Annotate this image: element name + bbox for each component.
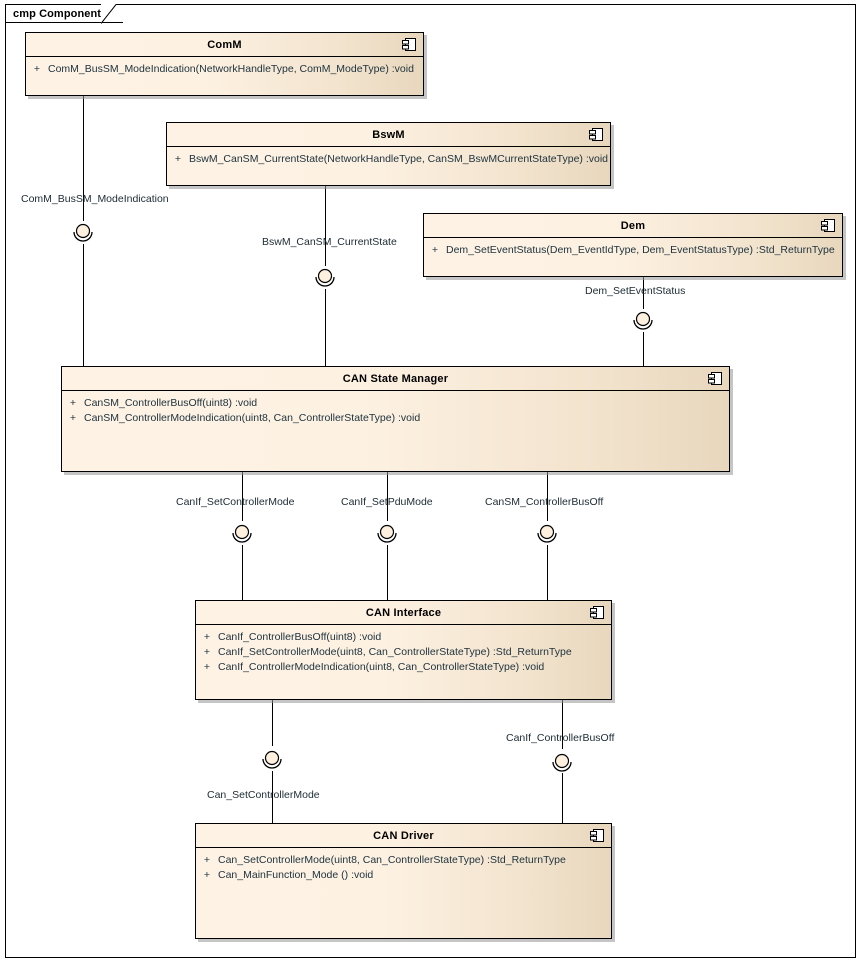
component-dem-header: Dem (424, 214, 842, 238)
interface-label-canif-controllerbusoff: CanIf_ControllerBusOff (506, 732, 615, 744)
component-can-interface-header: CAN Interface (196, 601, 611, 625)
component-can-state-manager[interactable]: CAN State Manager + CanSM_ControllerBusO… (61, 366, 730, 472)
component-can-driver-header: CAN Driver (196, 824, 611, 848)
component-icon (589, 127, 604, 142)
connector-canif-candrv-setcontrollermode (272, 700, 273, 746)
component-comm[interactable]: ComM + ComM_BusSM_ModeIndication(Network… (25, 32, 424, 96)
component-bswm-operations: + BswM_CanSM_CurrentState(NetworkHandleT… (167, 147, 610, 167)
component-comm-header: ComM (26, 33, 423, 57)
component-comm-title: ComM (207, 38, 242, 51)
interface-label-dem: Dem_SetEventStatus (585, 285, 686, 297)
interface-ball-socket-dem[interactable] (630, 307, 656, 333)
interface-label-canif-setpdumode: CanIf_SetPduMode (341, 496, 433, 508)
interface-label-bswm: BswM_CanSM_CurrentState (262, 236, 397, 248)
connector-comm-cansm (83, 96, 84, 221)
interface-ball-socket-canif-setcontrollermode[interactable] (229, 520, 255, 546)
interface-label-can-setcontrollermode: Can_SetControllerMode (207, 789, 320, 801)
component-can-state-manager-header: CAN State Manager (62, 367, 729, 391)
component-icon (708, 371, 723, 386)
connector-bswm-cansm-lower (325, 289, 326, 366)
component-icon (590, 828, 605, 843)
connector-cansm-canif-setpdumode (387, 472, 388, 521)
operation-signature: Dem_SetEventStatus(Dem_EventIdType, Dem_… (446, 244, 835, 256)
component-icon (821, 218, 836, 233)
connector-cansm-canif-controllerbusoff (547, 472, 548, 521)
operation-visibility: + (69, 412, 77, 424)
interface-label-cansm-controllerbusoff: CanSM_ControllerBusOff (485, 496, 604, 508)
component-dem[interactable]: Dem + Dem_SetEventStatus(Dem_EventIdType… (423, 213, 843, 277)
operation-signature: CanSM_ControllerBusOff(uint8) :void (84, 397, 258, 409)
component-bswm-header: BswM (167, 123, 610, 147)
connector-bswm-cansm (325, 186, 326, 266)
operation-visibility: + (203, 854, 211, 866)
interface-ball-socket-canif-controllerbusoff[interactable] (549, 749, 575, 775)
operation-row: + CanSM_ControllerBusOff(uint8) :void (62, 396, 729, 411)
interface-ball-socket-comm[interactable] (70, 219, 96, 245)
connector-comm-cansm-lower (83, 244, 84, 366)
component-can-driver-operations: + Can_SetControllerMode(uint8, Can_Contr… (196, 848, 611, 883)
operation-row: + CanIf_SetControllerMode(uint8, Can_Con… (196, 645, 611, 660)
diagram-frame-tab: cmp Component (5, 4, 124, 23)
component-bswm-title: BswM (372, 128, 405, 141)
operation-visibility: + (431, 244, 439, 256)
component-icon (402, 37, 417, 52)
connector-dem-cansm (643, 277, 644, 309)
operation-row: + BswM_CanSM_CurrentState(NetworkHandleT… (167, 152, 610, 167)
component-can-interface[interactable]: CAN Interface + CanIf_ControllerBusOff(u… (195, 600, 612, 700)
interface-ball-socket-bswm[interactable] (312, 264, 338, 290)
interface-ball-socket-cansm-controllerbusoff[interactable] (534, 520, 560, 546)
interface-ball-socket-can-setcontrollermode[interactable] (259, 746, 285, 772)
connector-cansm-canif-setpdumode-lower (387, 545, 388, 600)
operation-signature: BswM_CanSM_CurrentState(NetworkHandleTyp… (189, 153, 609, 165)
component-icon (590, 605, 605, 620)
component-dem-operations: + Dem_SetEventStatus(Dem_EventIdType, De… (424, 238, 842, 258)
operation-row: + Can_SetControllerMode(uint8, Can_Contr… (196, 853, 611, 868)
operation-row: + Can_MainFunction_Mode () :void (196, 868, 611, 883)
connector-canif-candrv-setcontrollermode-lower (272, 771, 273, 823)
connector-canif-candrv-controllerbusoff-lower (562, 773, 563, 823)
operation-visibility: + (203, 631, 211, 643)
component-can-state-manager-title: CAN State Manager (342, 372, 449, 385)
component-dem-title: Dem (620, 219, 646, 232)
operation-visibility: + (174, 153, 182, 165)
component-bswm[interactable]: BswM + BswM_CanSM_CurrentState(NetworkHa… (166, 122, 611, 186)
connector-dem-cansm-lower (643, 332, 644, 366)
operation-row: + CanIf_ControllerModeIndication(uint8, … (196, 660, 611, 675)
component-can-state-manager-operations: + CanSM_ControllerBusOff(uint8) :void + … (62, 391, 729, 426)
operation-signature: CanIf_SetControllerMode(uint8, Can_Contr… (218, 646, 572, 658)
frame-tab-corner-cut (101, 4, 117, 24)
operation-visibility: + (203, 869, 211, 881)
connector-cansm-canif-setcontrollermode-lower (242, 545, 243, 600)
operation-signature: CanSM_ControllerModeIndication(uint8, Ca… (84, 412, 421, 424)
component-can-driver[interactable]: CAN Driver + Can_SetControllerMode(uint8… (195, 823, 612, 939)
component-can-driver-title: CAN Driver (373, 829, 434, 842)
connector-cansm-canif-setcontrollermode (242, 472, 243, 521)
connector-cansm-canif-controllerbusoff-lower (547, 545, 548, 600)
operation-signature: Can_MainFunction_Mode () :void (218, 869, 374, 881)
operation-visibility: + (203, 646, 211, 658)
operation-row: + CanSM_ControllerModeIndication(uint8, … (62, 411, 729, 426)
interface-ball-socket-canif-setpdumode[interactable] (374, 520, 400, 546)
operation-signature: Can_SetControllerMode(uint8, Can_Control… (218, 854, 566, 866)
component-can-interface-operations: + CanIf_ControllerBusOff(uint8) :void + … (196, 625, 611, 675)
diagram-frame-label: cmp Component (13, 7, 102, 20)
operation-visibility: + (33, 63, 41, 75)
operation-visibility: + (69, 397, 77, 409)
diagram-frame (5, 4, 856, 958)
operation-row: + CanIf_ControllerBusOff(uint8) :void (196, 630, 611, 645)
interface-label-comm: ComM_BusSM_ModeIndication (21, 193, 169, 205)
connector-canif-candrv-controllerbusoff (562, 700, 563, 749)
interface-label-canif-setcontrollermode: CanIf_SetControllerMode (176, 496, 295, 508)
operation-signature: CanIf_ControllerBusOff(uint8) :void (218, 631, 382, 643)
operation-row: + Dem_SetEventStatus(Dem_EventIdType, De… (424, 243, 842, 258)
component-can-interface-title: CAN Interface (365, 606, 442, 619)
component-comm-operations: + ComM_BusSM_ModeIndication(NetworkHandl… (26, 57, 423, 77)
operation-row: + ComM_BusSM_ModeIndication(NetworkHandl… (26, 62, 423, 77)
operation-signature: CanIf_ControllerModeIndication(uint8, Ca… (218, 661, 545, 673)
operation-signature: ComM_BusSM_ModeIndication(NetworkHandleT… (48, 63, 414, 75)
operation-visibility: + (203, 661, 211, 673)
